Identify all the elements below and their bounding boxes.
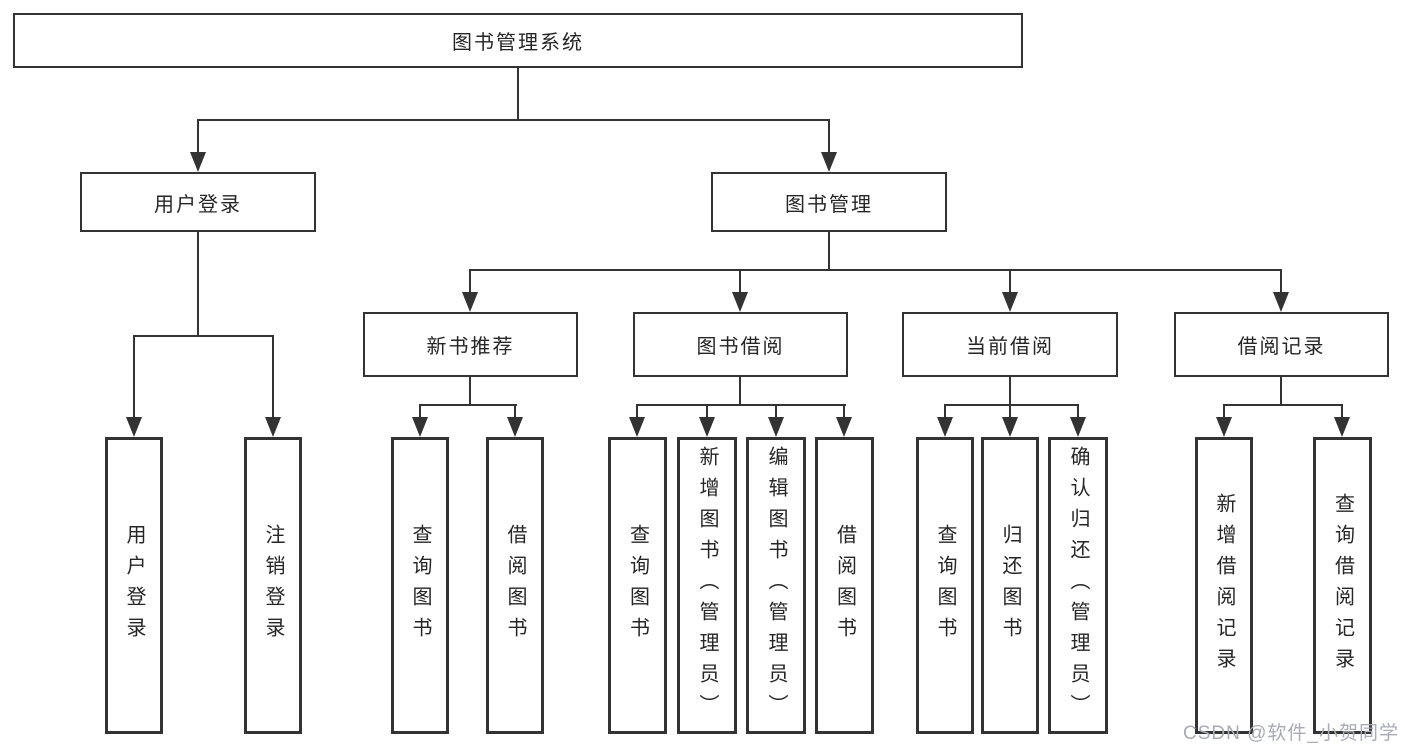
node-root-library-system: 图书管理系统 — [13, 13, 1023, 68]
connector-line — [739, 269, 741, 294]
leaf-borrow-books: 借阅图书 — [486, 437, 544, 734]
connector-line — [944, 404, 1079, 406]
csdn-watermark: CSDN @软件_小贺同学 — [1183, 723, 1399, 744]
arrowhead-down-icon — [1216, 417, 1232, 437]
arrowhead-down-icon — [937, 417, 953, 437]
arrowhead-down-icon — [1070, 417, 1086, 437]
arrowhead-down-icon — [462, 292, 478, 312]
leaf-edit-book-admin: 编辑图书（管理员） — [746, 437, 806, 734]
leaf-label: 查询借阅记录 — [1331, 492, 1354, 679]
leaf-label: 借阅图书 — [833, 523, 856, 648]
connector-line — [636, 404, 638, 419]
arrowhead-down-icon — [629, 417, 645, 437]
connector-line — [517, 68, 519, 119]
leaf-label: 查询图书 — [409, 523, 431, 648]
node-book-borrowing: 图书借阅 — [633, 312, 848, 377]
connector-line — [1223, 404, 1343, 406]
connector-line — [419, 404, 517, 406]
arrowhead-down-icon — [265, 417, 281, 437]
leaf-add-book-admin: 新增图书（管理员） — [677, 437, 737, 734]
arrowhead-down-icon — [1334, 417, 1350, 437]
leaf-label: 用户登录 — [123, 523, 145, 648]
arrowhead-down-icon — [126, 417, 142, 437]
leaf-query-books: 查询图书 — [916, 437, 974, 734]
leaf-label: 查询图书 — [934, 523, 956, 648]
connector-line — [828, 232, 830, 271]
node-borrow-records: 借阅记录 — [1174, 312, 1389, 377]
connector-line — [828, 119, 830, 154]
arrowhead-down-icon — [507, 417, 523, 437]
connector-line — [1009, 404, 1011, 419]
connector-line — [843, 404, 845, 419]
arrowhead-down-icon — [1273, 292, 1289, 312]
leaf-label: 确认归还（管理员） — [1067, 446, 1089, 725]
node-current-borrowing: 当前借阅 — [902, 312, 1118, 377]
arrowhead-down-icon — [768, 417, 784, 437]
leaf-query-books: 查询图书 — [391, 437, 449, 734]
connector-line — [469, 269, 471, 294]
node-label: 新书推荐 — [426, 336, 515, 358]
connector-line — [636, 404, 846, 406]
arrowhead-down-icon — [1002, 292, 1018, 312]
node-label: 借阅记录 — [1237, 336, 1326, 358]
connector-line — [1223, 404, 1225, 419]
node-label: 图书管理系统 — [452, 32, 584, 54]
arrowhead-down-icon — [732, 292, 748, 312]
leaf-query-borrow-record: 查询借阅记录 — [1313, 437, 1372, 734]
connector-line — [514, 404, 516, 419]
connector-line — [197, 119, 830, 121]
node-label: 用户登录 — [154, 193, 242, 216]
connector-line — [419, 404, 421, 419]
connector-line — [1009, 269, 1011, 294]
connector-line — [706, 404, 708, 419]
leaf-borrow-books: 借阅图书 — [815, 437, 874, 734]
leaf-label: 借阅图书 — [504, 523, 526, 648]
connector-line — [133, 335, 135, 419]
leaf-logout: 注销登录 — [244, 437, 302, 734]
connector-line — [1280, 269, 1282, 294]
arrowhead-down-icon — [190, 152, 206, 172]
leaf-return-book: 归还图书 — [981, 437, 1039, 734]
leaf-label: 新增图书（管理员） — [696, 446, 718, 725]
arrowhead-down-icon — [699, 417, 715, 437]
node-label: 当前借阅 — [966, 336, 1054, 358]
node-label: 图书借阅 — [696, 336, 785, 358]
connector-line — [469, 269, 1282, 271]
leaf-user-login: 用户登录 — [105, 437, 163, 734]
node-label: 图书管理 — [785, 193, 873, 216]
leaf-label: 归还图书 — [999, 523, 1021, 648]
leaf-confirm-return-admin: 确认归还（管理员） — [1048, 437, 1108, 734]
leaf-label: 新增借阅记录 — [1213, 492, 1235, 679]
connector-line — [944, 404, 946, 419]
connector-line — [197, 232, 199, 337]
connector-line — [133, 335, 274, 337]
connector-line — [197, 119, 199, 154]
arrowhead-down-icon — [1002, 417, 1018, 437]
node-book-management: 图书管理 — [711, 172, 947, 232]
connector-line — [1280, 377, 1282, 406]
connector-line — [1077, 404, 1079, 419]
leaf-label: 查询图书 — [626, 523, 649, 648]
connector-line — [272, 335, 274, 419]
connector-line — [1009, 377, 1011, 406]
arrowhead-down-icon — [821, 152, 837, 172]
node-user-login: 用户登录 — [80, 172, 316, 232]
node-new-book-recommend: 新书推荐 — [363, 312, 578, 377]
leaf-label: 编辑图书（管理员） — [765, 446, 787, 725]
leaf-label: 注销登录 — [262, 523, 284, 648]
connector-line — [739, 377, 741, 406]
connector-line — [1341, 404, 1343, 419]
connector-line — [469, 377, 471, 406]
arrowhead-down-icon — [412, 417, 428, 437]
connector-line — [775, 404, 777, 419]
arrowhead-down-icon — [836, 417, 852, 437]
leaf-query-books: 查询图书 — [608, 437, 667, 734]
leaf-add-borrow-record: 新增借阅记录 — [1195, 437, 1253, 734]
